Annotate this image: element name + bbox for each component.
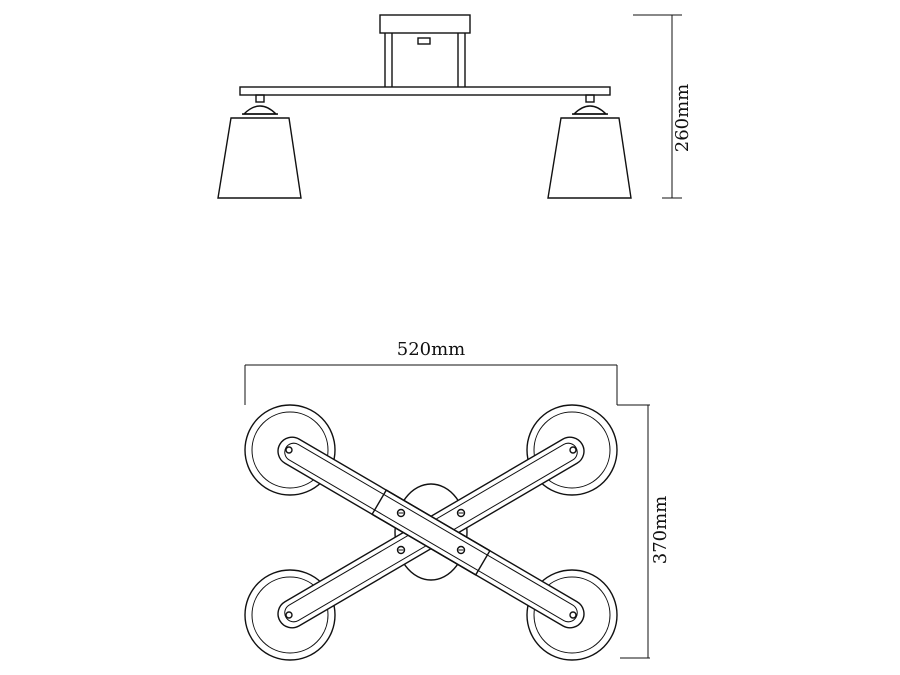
- left-lamp-side: [217, 94, 302, 199]
- height-label: 260mm: [672, 84, 693, 153]
- lamp-shade-bottom-right: [526, 569, 618, 661]
- top-view: 520mm 370mm: [244, 339, 671, 661]
- depth-label: 370mm: [650, 496, 671, 565]
- center-canopy: [394, 483, 468, 581]
- right-lamp-side: [547, 94, 632, 199]
- ceiling-canopy: [379, 14, 471, 34]
- horizontal-arm: [239, 86, 611, 96]
- width-label: 520mm: [397, 339, 466, 360]
- height-dimension: 260mm: [633, 14, 693, 199]
- center-screws: [396, 508, 466, 555]
- depth-dimension: 370mm: [617, 404, 671, 659]
- lamp-shade-bottom-left: [244, 569, 336, 661]
- side-view: 260mm: [217, 14, 693, 199]
- lamp-shade-top-left: [244, 404, 336, 496]
- lamp-shade-top-right: [526, 404, 618, 496]
- width-dimension: 520mm: [244, 339, 618, 405]
- socket-dots: [285, 446, 577, 619]
- mounting-bracket: [384, 33, 466, 87]
